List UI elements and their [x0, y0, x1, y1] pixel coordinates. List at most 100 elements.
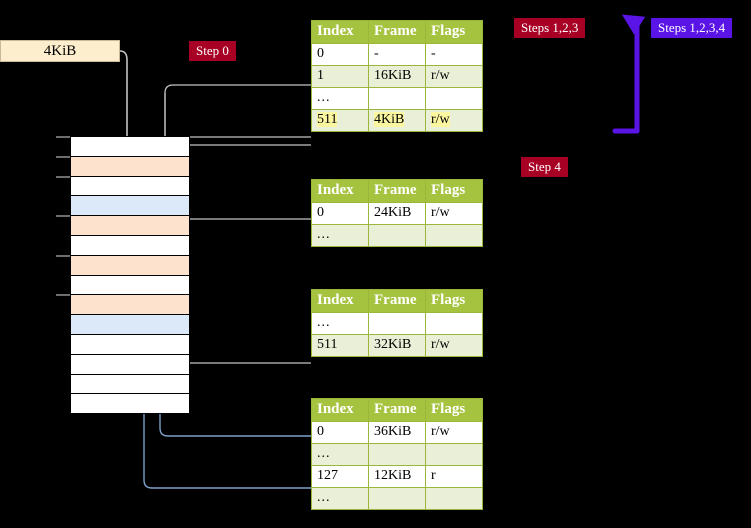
ellipsis-text: ...	[317, 490, 331, 505]
cell-text: 16KiB	[374, 68, 412, 83]
table-cell: 36KiB	[368, 421, 426, 444]
table-row: 1 16KiB r/w	[311, 65, 483, 88]
table-cell: 0	[311, 43, 369, 66]
ellipsis-text: ...	[317, 90, 331, 105]
cell-text: 36KiB	[374, 424, 412, 439]
column-header-flags: Flags	[425, 179, 483, 203]
table-row: ...	[311, 487, 483, 510]
table-row: 0--	[311, 43, 483, 66]
column-header-frame: Frame	[368, 20, 426, 44]
table-cell: r/w	[425, 334, 483, 357]
table-row: ...	[311, 87, 483, 110]
cell-text: r/w	[431, 205, 450, 220]
table-row: 0 24KiB r/w	[311, 202, 483, 225]
column-header-flags: Flags	[425, 289, 483, 313]
cell-text: 24KiB	[374, 205, 412, 220]
table-cell: ...	[311, 224, 369, 247]
cell-text: -	[431, 46, 436, 61]
memory-frame-row	[70, 215, 190, 236]
memory-tick-mark	[56, 254, 70, 257]
table-cell: r	[425, 465, 483, 488]
table-cell: 16KiB	[368, 65, 426, 88]
table-cell	[425, 224, 483, 247]
wire-pml4-branch	[171, 144, 311, 160]
badge-step-4: Step 4	[521, 157, 568, 177]
table-cell: ...	[311, 443, 369, 466]
wire-pt-row0-to-memory	[159, 414, 311, 437]
memory-frame-row	[70, 195, 190, 217]
physical-memory-column	[56, 136, 190, 415]
table-row: 0 36KiB r/w	[311, 421, 483, 444]
table-cell: 32KiB	[368, 334, 426, 357]
cell-text: 4KiB	[374, 112, 405, 127]
table-cell	[368, 224, 426, 247]
table-cell: 4KiB	[368, 109, 426, 132]
wire-pdpt-to-memory	[178, 218, 311, 262]
memory-tick-mark	[56, 175, 70, 178]
column-header-index: Index	[311, 179, 369, 203]
wire-pt-row127-to-memory	[143, 418, 311, 489]
memory-tick-mark	[56, 294, 70, 297]
column-header-frame: Frame	[368, 289, 426, 313]
memory-frame-row	[70, 314, 190, 335]
table-cell	[368, 312, 426, 335]
cell-text: 0	[317, 205, 324, 220]
table-cell: 127	[311, 465, 369, 488]
cell-text: 32KiB	[374, 337, 412, 352]
table-cell: 511	[311, 109, 369, 132]
table-cell: r/w	[425, 202, 483, 225]
cell-text: r	[431, 468, 436, 483]
cell-text: 0	[317, 424, 324, 439]
table-cell	[425, 312, 483, 335]
cell-text: r/w	[431, 68, 450, 83]
column-header-index: Index	[311, 398, 369, 422]
column-header-frame: Frame	[368, 179, 426, 203]
table-cell: 0	[311, 421, 369, 444]
table-cell: r/w	[425, 109, 483, 132]
cell-text: 511	[317, 112, 338, 127]
ellipsis-text: ...	[317, 446, 331, 461]
cell-text: -	[374, 46, 379, 61]
memory-frame-row	[70, 136, 190, 157]
table-cell: 24KiB	[368, 202, 426, 225]
memory-frame-row	[70, 155, 190, 177]
table-row: 511 4KiB r/w	[311, 109, 483, 132]
column-header-flags: Flags	[425, 398, 483, 422]
table-row: ...	[311, 443, 483, 466]
column-header-flags: Flags	[425, 20, 483, 44]
memory-tick-mark	[56, 136, 70, 138]
frame-size-box: 4KiB	[0, 40, 120, 62]
memory-frame-row	[70, 294, 190, 316]
table-cell: 0	[311, 202, 369, 225]
memory-frame-row	[70, 235, 190, 256]
table-cell: ...	[311, 87, 369, 110]
column-header-index: Index	[311, 289, 369, 313]
table-cell: 1	[311, 65, 369, 88]
cell-text: 12KiB	[374, 468, 412, 483]
memory-frame-row	[70, 373, 190, 395]
cell-text: r/w	[431, 112, 450, 127]
column-header-index: Index	[311, 20, 369, 44]
table-cell: 12KiB	[368, 465, 426, 488]
badge-step-0: Step 0	[189, 41, 236, 61]
wire-frame-to-memory	[119, 50, 132, 148]
table-cell	[368, 87, 426, 110]
cell-text: r/w	[431, 337, 450, 352]
memory-frame-row	[70, 274, 190, 296]
steps-bracket-arrow	[621, 14, 646, 134]
memory-tick-mark	[56, 215, 70, 218]
table-cell	[425, 443, 483, 466]
cell-text: r/w	[431, 424, 450, 439]
table-cell: ...	[311, 312, 369, 335]
table-cell	[425, 87, 483, 110]
memory-frame-row	[70, 254, 190, 276]
table-cell: ...	[311, 487, 369, 510]
memory-frame-row	[70, 353, 190, 375]
